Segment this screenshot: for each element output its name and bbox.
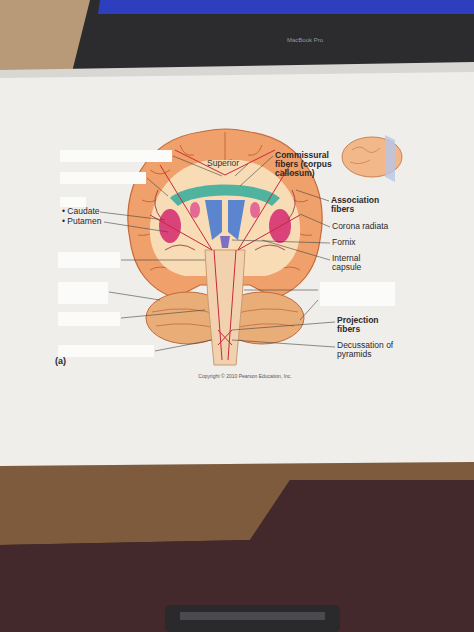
copyright-caption: Copyright © 2010 Pearson Education, Inc. bbox=[180, 374, 310, 379]
figure-letter: (a) bbox=[55, 357, 85, 366]
structure-label: Fornix bbox=[332, 238, 392, 247]
structure-label: Internal capsule bbox=[332, 254, 382, 272]
laptop-brand: MacBook Pro bbox=[287, 37, 357, 43]
structure-label: Association fibers bbox=[331, 196, 393, 214]
structure-label: • Caudate bbox=[62, 207, 122, 216]
structure-label: Commissural fibers (corpus callosum) bbox=[275, 151, 343, 178]
structure-label: Corona radiata bbox=[332, 222, 417, 231]
orientation-label: Superior bbox=[207, 159, 252, 168]
structure-label: Decussation of pyramids bbox=[337, 341, 405, 359]
structure-label: Projection fibers bbox=[337, 316, 393, 334]
structure-label: • Putamen bbox=[62, 217, 122, 226]
